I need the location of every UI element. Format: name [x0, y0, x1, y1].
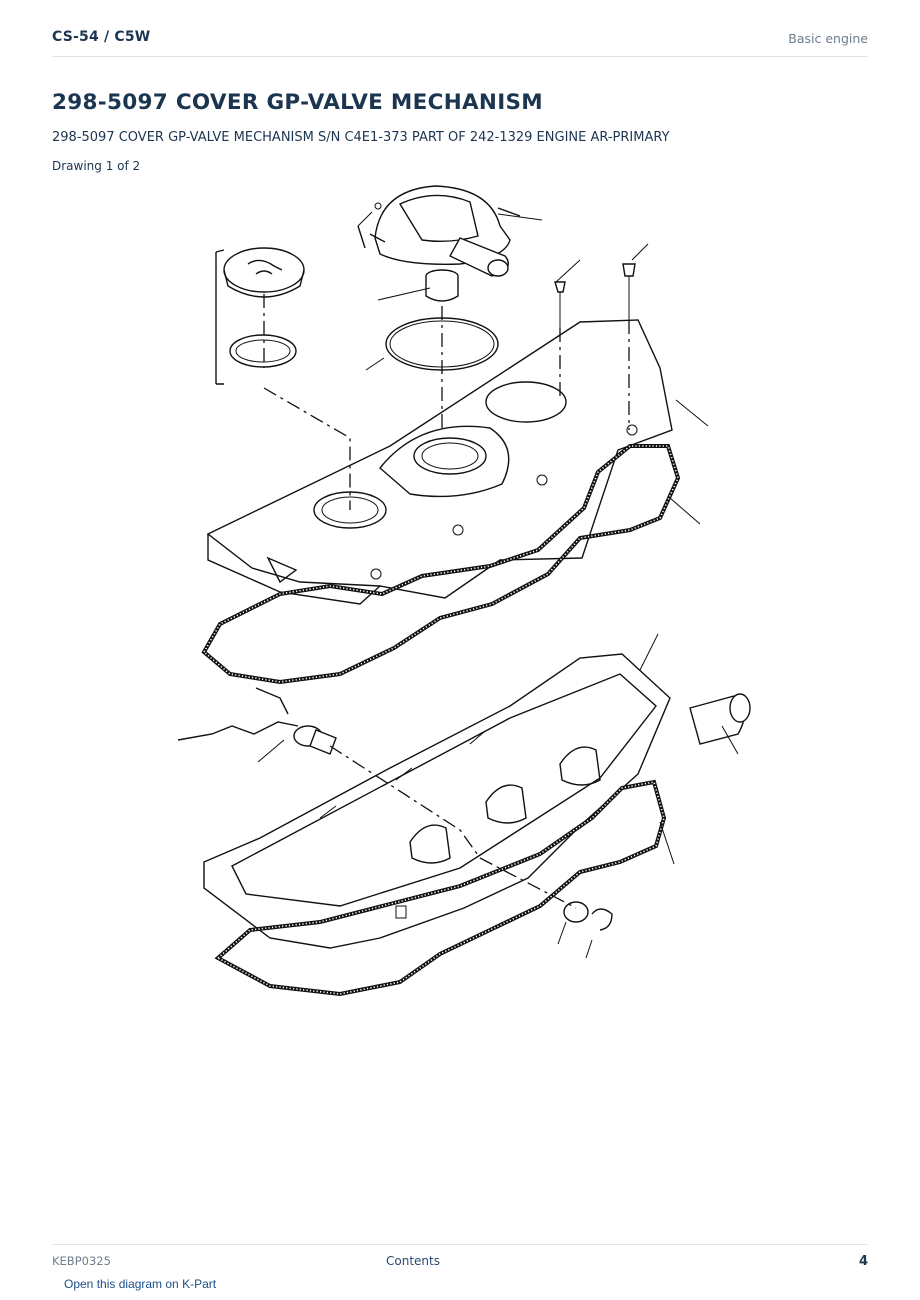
- page-header: CS-54 / C5W Basic engine: [52, 0, 868, 57]
- page-footer: KEBP0325 Contents 4: [52, 1244, 868, 1275]
- open-kpart-link[interactable]: Open this diagram on K-Part: [64, 1277, 217, 1291]
- drawing-counter: Drawing 1 of 2: [52, 159, 141, 173]
- part-description: 298-5097 COVER GP-VALVE MECHANISM S/N C4…: [52, 130, 670, 145]
- oil-filler-cap: [223, 247, 305, 298]
- model-label: CS-54 / C5W: [52, 29, 151, 45]
- page-number: 4: [858, 1254, 868, 1269]
- section-label: Basic engine: [788, 31, 868, 46]
- document-code: KEBP0325: [52, 1254, 111, 1268]
- page-title: 298-5097 COVER GP-VALVE MECHANISM: [52, 90, 543, 115]
- exploded-parts-diagram: [177, 185, 751, 997]
- breather-assembly: [357, 185, 521, 277]
- valve-cover-upper: [206, 319, 673, 605]
- contents-link[interactable]: Contents: [386, 1254, 440, 1268]
- valve-cover-base: [203, 653, 671, 949]
